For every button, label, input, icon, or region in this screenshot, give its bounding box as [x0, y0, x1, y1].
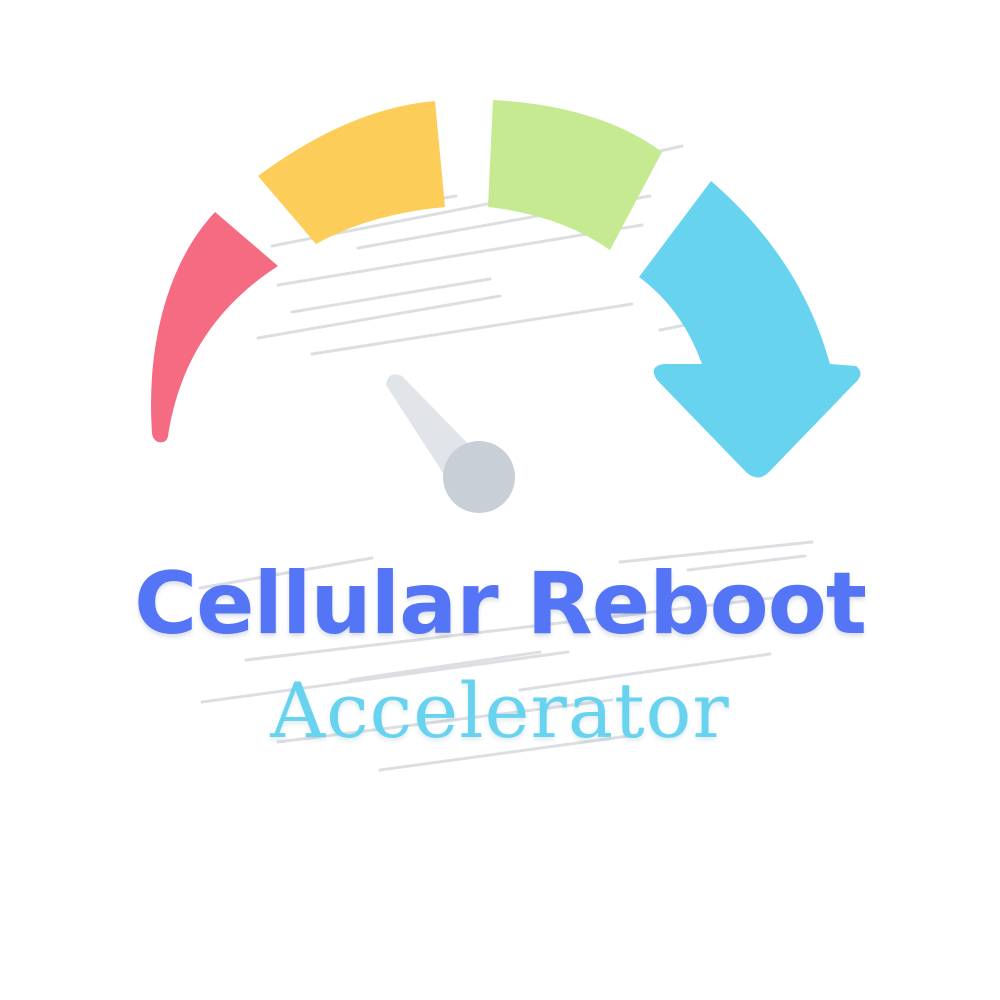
logo-title-secondary: Accelerator	[270, 666, 730, 755]
gauge-segment-green	[488, 100, 662, 250]
logo-title-primary: Cellular Reboot	[134, 554, 867, 654]
gauge-segment-yellow	[258, 101, 445, 244]
speed-lines	[198, 144, 814, 772]
down-arrow-icon	[639, 181, 861, 478]
gauge-segment-red	[151, 212, 278, 443]
gauge-hub	[443, 441, 515, 513]
